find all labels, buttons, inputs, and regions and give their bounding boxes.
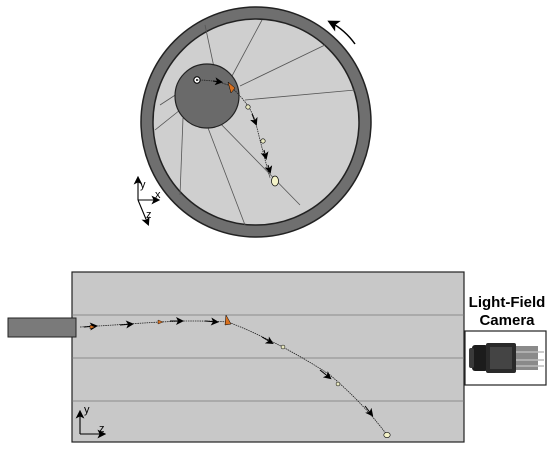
side-particle-4 <box>280 344 286 350</box>
camera-icon <box>469 343 544 373</box>
camera-title-line1: Light-Field <box>469 294 546 311</box>
top-particle-mid <box>245 104 251 110</box>
top-particle-mid2 <box>260 138 266 144</box>
side-particle-2 <box>157 319 164 325</box>
top-particle-start <box>227 81 236 94</box>
light-field-camera: Light-Field Camera <box>464 294 547 386</box>
top-view-drum <box>140 6 372 238</box>
side-particle-start <box>89 324 96 330</box>
side-view-box <box>71 271 465 443</box>
side-view <box>7 271 465 443</box>
side-particle-5 <box>335 381 341 387</box>
camera-title-line2: Camera <box>479 312 535 329</box>
rotation-direction-arrow <box>327 20 356 45</box>
top-axis-x-label: x <box>155 189 161 201</box>
drum-inner-area <box>152 18 360 226</box>
drum-radial-lines <box>154 19 356 226</box>
side-view-vane-lines <box>72 314 464 402</box>
top-particle-end <box>271 175 279 187</box>
side-axis-y-label: y <box>84 404 90 416</box>
side-particle-end <box>383 432 391 438</box>
inner-cylinder <box>174 63 240 129</box>
top-axis-y-label: y <box>140 179 146 191</box>
top-axes <box>133 175 161 227</box>
top-axis-z-label: z <box>146 209 152 221</box>
side-axis-z-label: z <box>99 423 105 435</box>
side-particle-3 <box>224 314 232 326</box>
injector-nozzle <box>7 317 77 338</box>
side-axes <box>75 409 107 439</box>
